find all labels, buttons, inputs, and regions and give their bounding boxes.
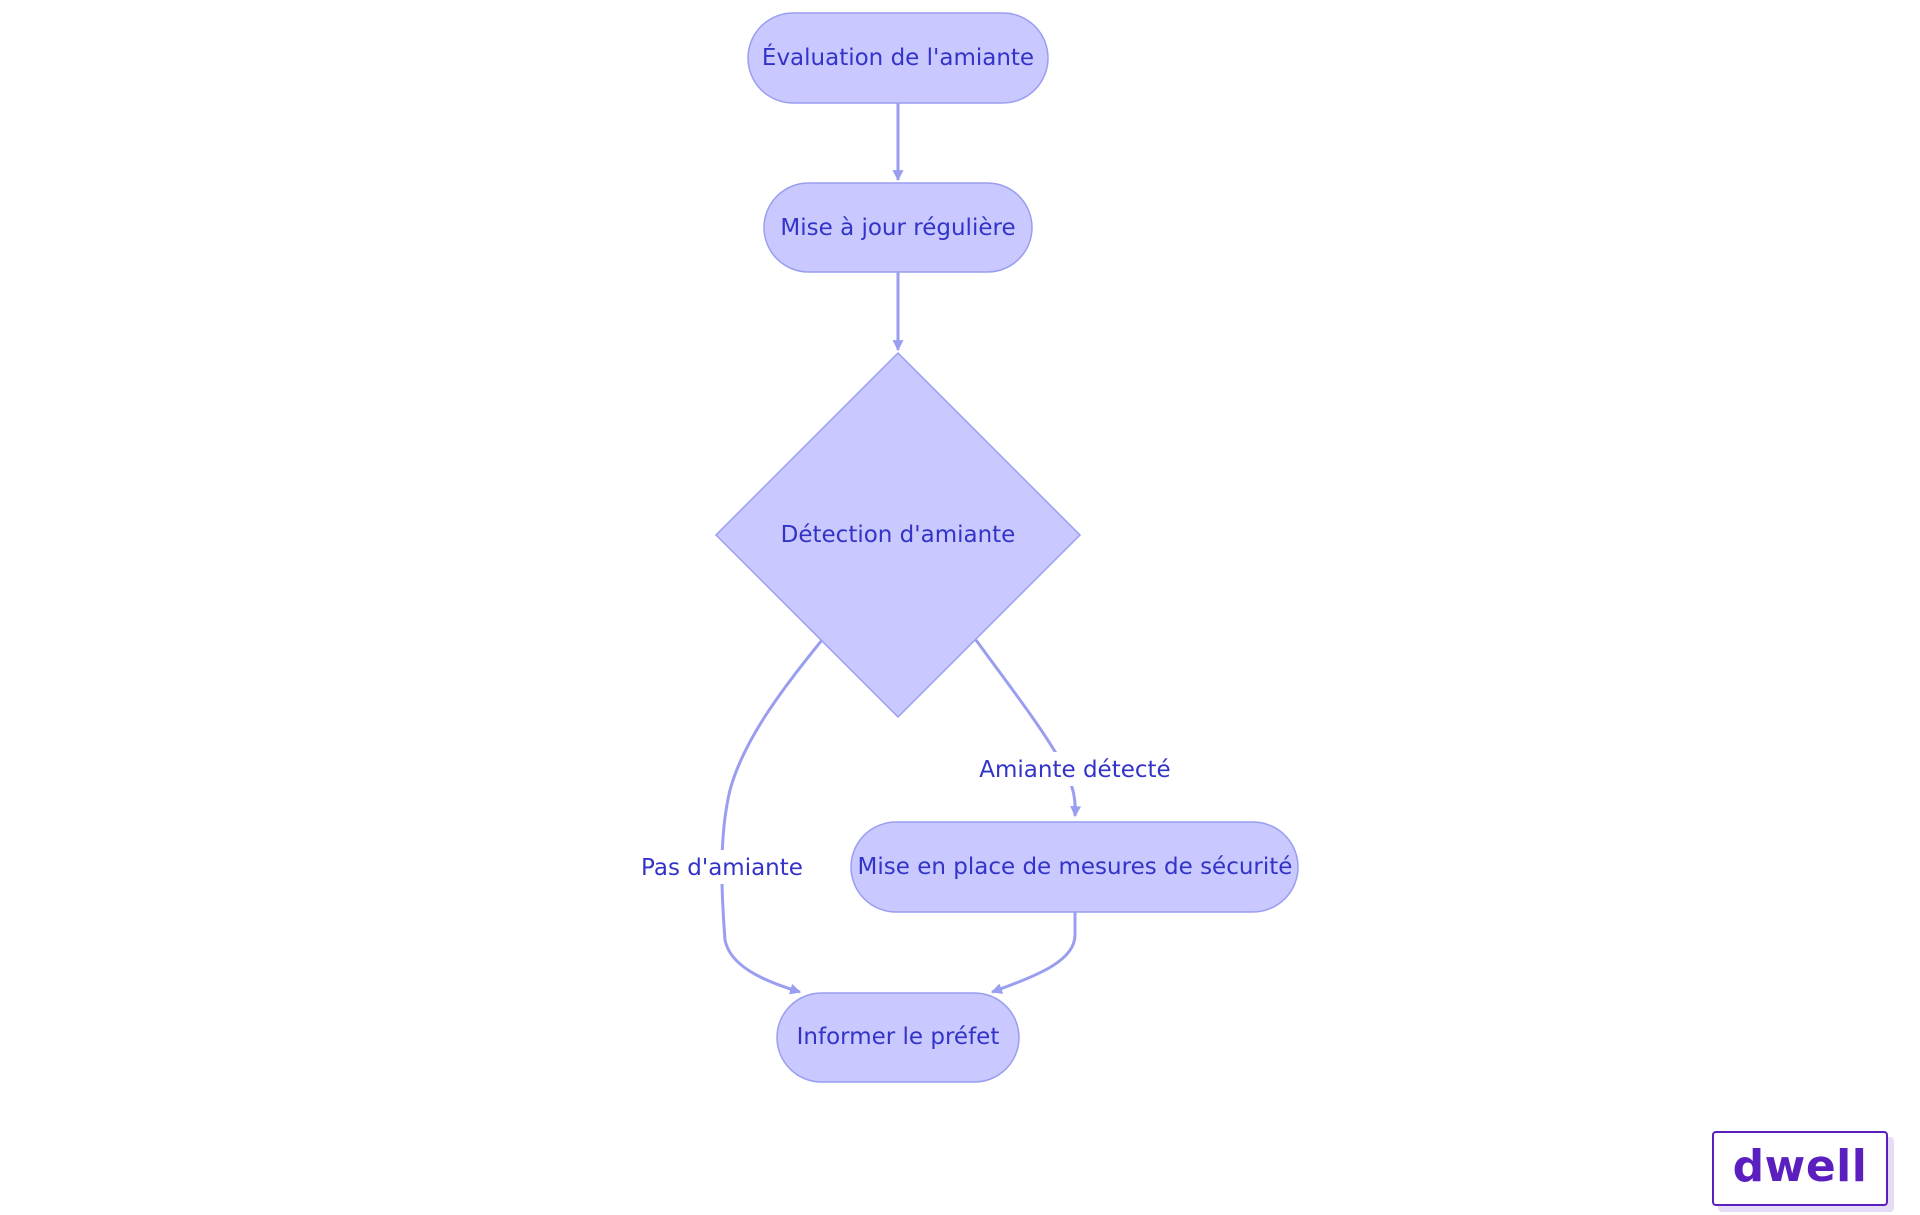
node-evaluation: Évaluation de l'amiante [747, 12, 1049, 104]
node-safety-label: Mise en place de mesures de sécurité [858, 854, 1293, 880]
edge-label-asbestos-detected: Amiante détecté [979, 757, 1170, 783]
node-evaluation-label: Évaluation de l'amiante [762, 43, 1034, 71]
node-safety: Mise en place de mesures de sécurité [850, 821, 1299, 913]
node-detection-label: Détection d'amiante [781, 522, 1016, 548]
edge-detection-to-inform [720, 639, 824, 995]
dwell-logo-text: dwell [1732, 1140, 1868, 1192]
edge-detection-to-safety [974, 639, 1082, 818]
node-inform: Informer le préfet [776, 992, 1020, 1083]
node-update: Mise à jour régulière [763, 182, 1033, 273]
edge-labels: Pas d'amiante Amiante détecté [640, 752, 1171, 884]
node-update-shape [763, 182, 1033, 273]
node-detection-shape [714, 351, 1082, 719]
node-detection: Détection d'amiante [714, 351, 1082, 719]
edge-safety-to-inform [990, 912, 1077, 994]
edge-label-no-asbestos-bg [640, 850, 805, 884]
node-update-label: Mise à jour régulière [780, 215, 1015, 241]
edge-label-no-asbestos: Pas d'amiante [641, 855, 803, 881]
edge-label-asbestos-detected-bg [980, 752, 1170, 786]
node-safety-shape [850, 821, 1299, 913]
node-inform-label: Informer le préfet [797, 1024, 1000, 1050]
node-inform-shape [776, 992, 1020, 1083]
node-evaluation-shape [747, 12, 1049, 104]
dwell-logo: dwell [1712, 1131, 1888, 1206]
